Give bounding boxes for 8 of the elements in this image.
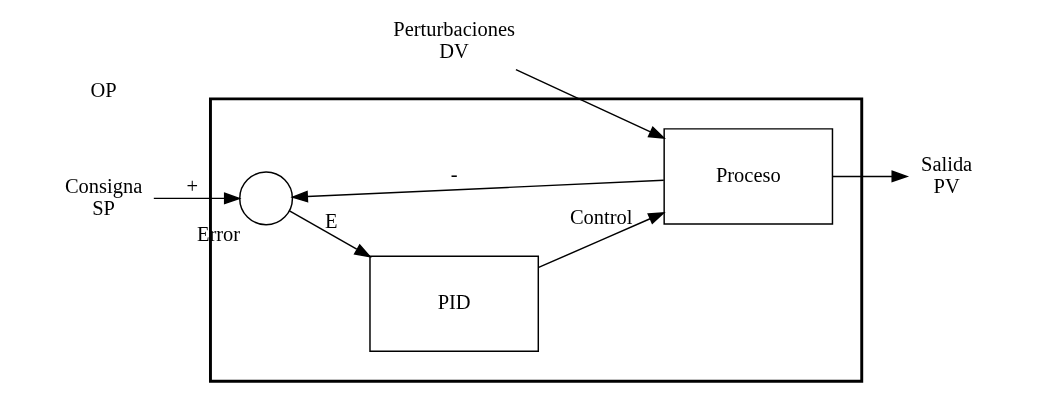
edge-label: + [185, 174, 198, 197]
node-text: Perturbaciones DV [392, 18, 515, 63]
edge-label: Control [569, 205, 632, 228]
edge-label: - [450, 163, 458, 186]
node-text: Salida PV [920, 152, 972, 197]
edge-label: E [324, 209, 337, 232]
node-text: Consigna SP [64, 174, 142, 219]
label: OP [90, 78, 117, 101]
